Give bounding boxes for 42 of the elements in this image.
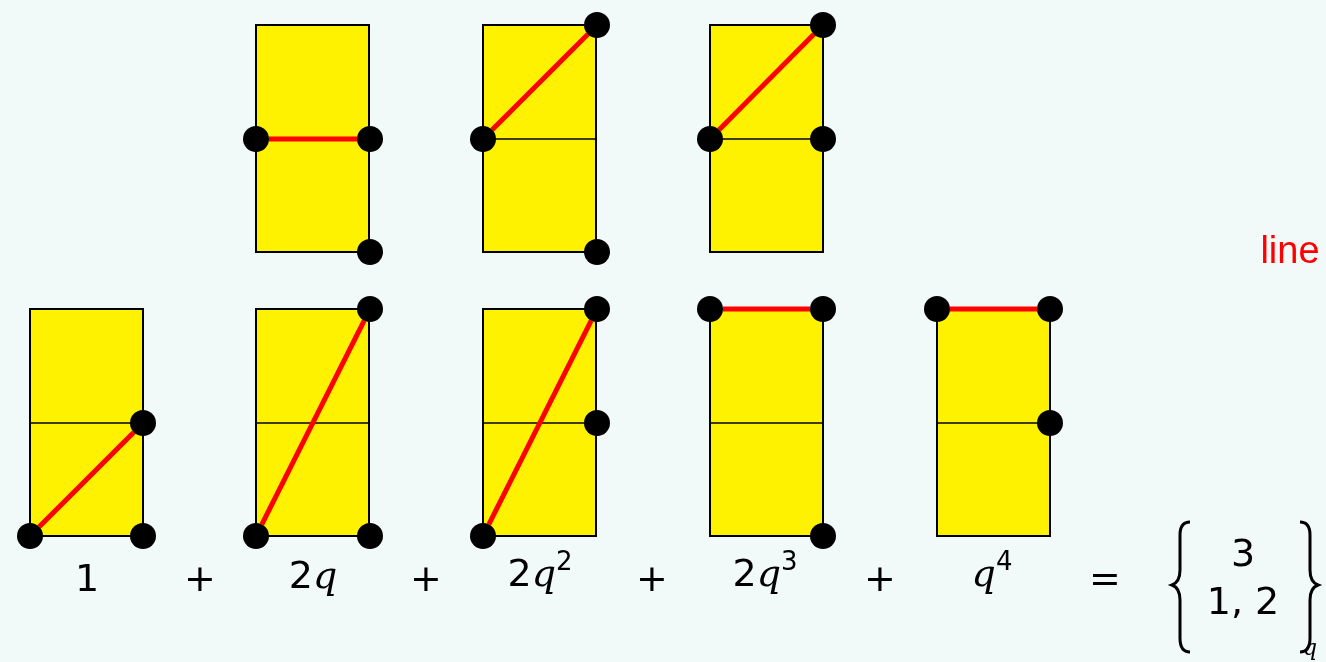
vertex-dot	[17, 523, 43, 549]
vertex-dot	[357, 126, 383, 152]
segment-line	[37, 430, 136, 529]
binomial-entry: 3	[1230, 534, 1256, 572]
segment-line	[717, 32, 816, 132]
vertex-dot	[810, 126, 836, 152]
vertex-dot	[470, 126, 496, 152]
vertex-dot	[810, 296, 836, 322]
vertex-dot	[584, 12, 610, 38]
segment-line	[269, 136, 357, 142]
operator: +	[864, 559, 896, 597]
vertex-dot	[357, 523, 383, 549]
segment-line	[950, 306, 1037, 312]
vertex-dot	[810, 12, 836, 38]
operator: +	[410, 559, 442, 597]
vertex-dot	[584, 296, 610, 322]
vertex-dot	[130, 410, 156, 436]
vertex-dot	[697, 126, 723, 152]
vertex-dot	[357, 239, 383, 265]
vertex-dot	[243, 523, 269, 549]
text-label: line	[1260, 231, 1320, 269]
segment-line	[723, 306, 810, 312]
segment-line	[486, 319, 594, 526]
term: 1	[74, 559, 100, 597]
segment-line	[490, 32, 590, 132]
vertex-dot	[810, 523, 836, 549]
vertex-dot	[357, 296, 383, 322]
vertex-dot	[243, 126, 269, 152]
vertex-dot	[924, 296, 950, 322]
vertex-dot	[584, 410, 610, 436]
vertex-dot	[1037, 410, 1063, 436]
segment-line	[259, 319, 367, 526]
vertex-dot	[470, 523, 496, 549]
vertex-dot	[697, 296, 723, 322]
vertex-dot	[1037, 296, 1063, 322]
operator: =	[1089, 559, 1121, 597]
operator: +	[636, 559, 668, 597]
operator: +	[184, 559, 216, 597]
vertex-dot	[584, 239, 610, 265]
term: 2q	[288, 556, 338, 594]
vertex-dot	[130, 523, 156, 549]
binomial-entry: 1, 2	[1206, 582, 1280, 620]
